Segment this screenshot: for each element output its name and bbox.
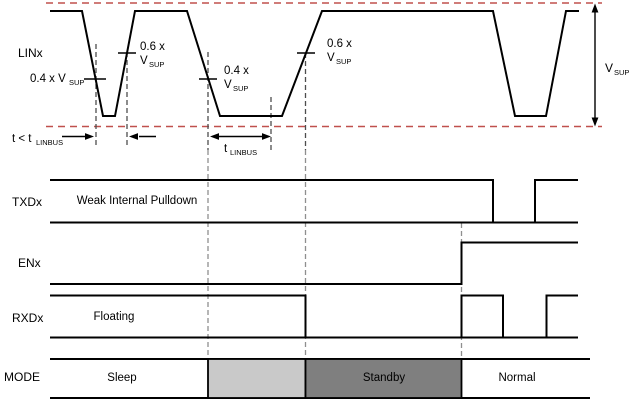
threshold-06-label-2-sub: SUP: [336, 57, 351, 66]
threshold-04-label-1: 0.4 x V: [30, 73, 66, 85]
mode-state-sleep: Sleep: [107, 372, 136, 384]
t-linbus-label: t: [224, 143, 228, 155]
txd-state-text: Weak Internal Pulldown: [77, 195, 198, 207]
vsup-dimension-label-sub: SUP: [614, 68, 629, 77]
mode-state-standby: Standby: [363, 372, 405, 384]
rxd-floating-band: [50, 294, 307, 338]
mode-state-normal: Normal: [498, 372, 535, 384]
pulse1-threshold-guides: [95, 44, 272, 152]
t-linbus-label-sub: LINBUS: [230, 148, 257, 157]
mode-standby-box: [304, 358, 463, 399]
t-linbus-right-arrowhead-icon: [262, 133, 271, 140]
threshold-06-label-2-v: V: [327, 52, 335, 64]
t-less-linbus-label-sub: LINBUS: [36, 138, 63, 147]
t-less-left-arrowhead-icon: [129, 133, 138, 140]
threshold-06-label-1: 0.6 x: [140, 41, 165, 53]
threshold-04-label-2-sub: SUP: [233, 84, 248, 93]
mode-row-label: MODE: [4, 370, 40, 384]
t-less-arrowhead-icon: [85, 133, 94, 140]
rxd-row-label: RXDx: [12, 311, 43, 325]
threshold-06-label-1-sub: SUP: [149, 60, 164, 69]
lin-row-label: LINx: [18, 46, 43, 60]
rxd-state-text: Floating: [94, 311, 135, 323]
vsup-top-arrowhead-icon: [591, 3, 599, 13]
threshold-06-label-2: 0.6 x: [327, 38, 352, 50]
t-less-linbus-label: t < t: [12, 133, 32, 145]
txd-row-label: TXDx: [12, 195, 42, 209]
vsup-dimension-label: V: [605, 61, 613, 75]
en-waveform: [50, 241, 578, 285]
en-row-label: ENx: [18, 256, 41, 270]
threshold-04-label-1-sub: SUP: [69, 78, 84, 87]
rxd-waveform-pulses: [460, 294, 578, 338]
threshold-06-label-1-v: V: [140, 55, 148, 67]
vsup-bottom-arrowhead-icon: [591, 117, 599, 127]
txd-waveform-high: [50, 179, 578, 223]
t-linbus-left-arrowhead-icon: [210, 133, 219, 140]
threshold-crossing-ticks: [84, 52, 315, 80]
pulse2-threshold-guides-lower: [207, 150, 307, 359]
mode-transition-box: [207, 358, 307, 399]
pulse2-threshold-guides-upper: [207, 52, 307, 150]
lin-waveform: [50, 10, 579, 117]
threshold-04-label-2-v: V: [224, 79, 232, 91]
threshold-04-label-2: 0.4 x: [224, 65, 249, 77]
